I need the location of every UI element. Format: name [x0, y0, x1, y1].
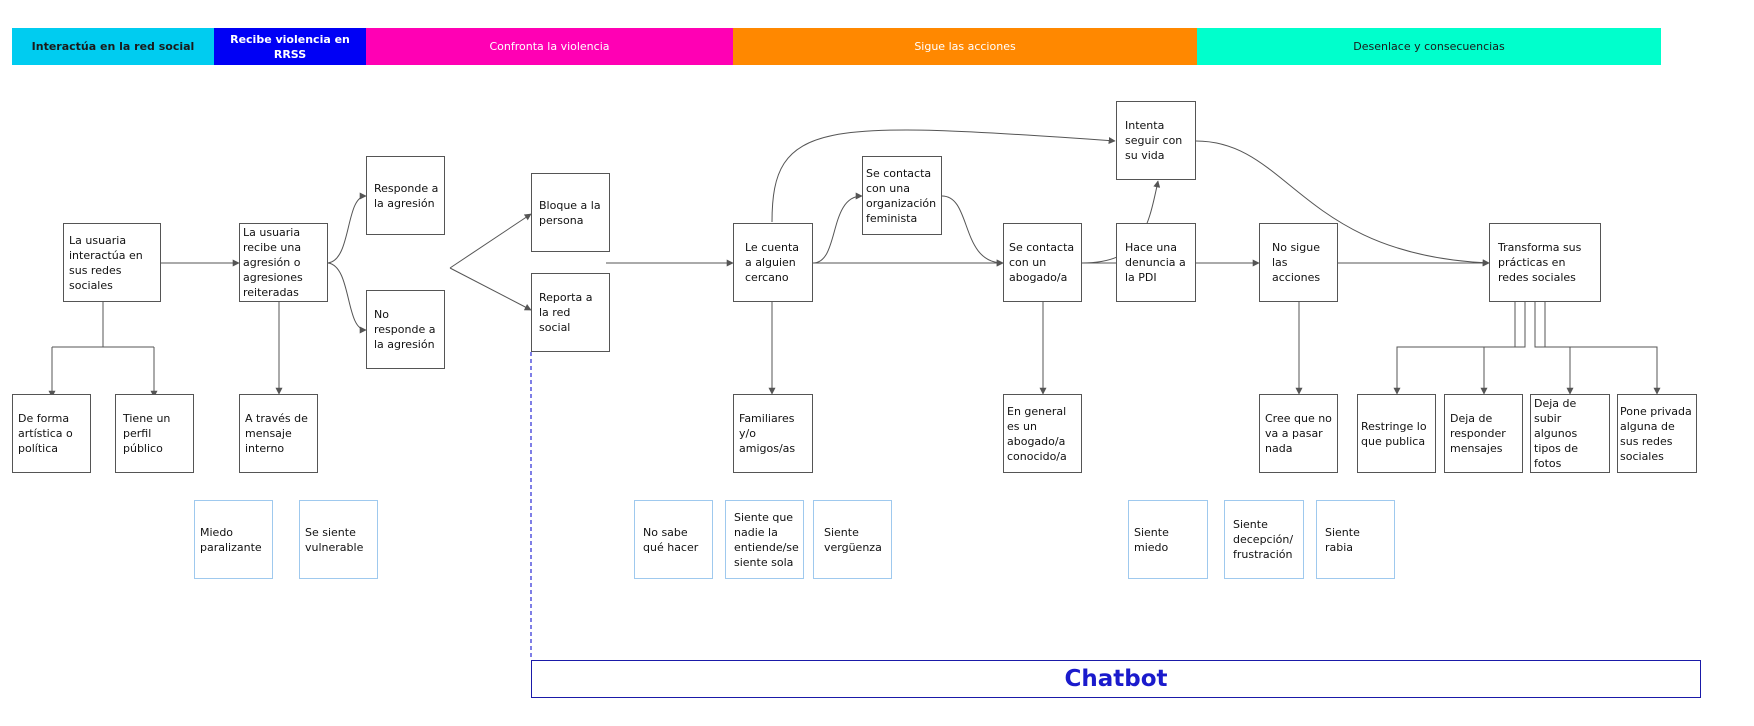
emotion-miedo: Siente miedo [1128, 500, 1208, 579]
phase-interactua: Interactúa en la red social [12, 28, 214, 65]
node-nada: Cree que no va a pasar nada [1259, 394, 1338, 473]
node-artistica: De forma artística o política [12, 394, 91, 473]
node-restringe: Restringe lo que publica [1357, 394, 1436, 473]
node-bloquea: Bloque a la persona [531, 173, 610, 252]
node-organizacion: Se contacta con una organización feminis… [862, 156, 942, 235]
node-no-responde: No responde a la agresión [366, 290, 445, 369]
node-interactua: La usuaria interactúa en sus redes socia… [63, 223, 161, 302]
node-recibe: La usuaria recibe una agresión o agresio… [239, 223, 328, 302]
node-denuncia: Hace una denuncia a la PDI [1116, 223, 1196, 302]
node-no-sigue: No sigue las acciones [1259, 223, 1338, 302]
node-responde: Responde a la agresión [366, 156, 445, 235]
chatbot-label: Chatbot [1064, 666, 1168, 692]
emotion-no-sabe: No sabe qué hacer [634, 500, 713, 579]
phase-desenlace: Desenlace y consecuencias [1197, 28, 1661, 65]
node-mensaje: A través de mensaje interno [239, 394, 318, 473]
node-abogado: Se contacta con un abogado/a [1003, 223, 1082, 302]
node-deja-fotos: Deja de subir algunos tipos de fotos [1530, 394, 1610, 473]
node-perfil: Tiene un perfil público [115, 394, 194, 473]
emotion-vulnerable: Se siente vulnerable [299, 500, 378, 579]
node-privada: Pone privada alguna de sus redes sociale… [1617, 394, 1697, 473]
chatbot-bar: Chatbot [531, 660, 1701, 698]
phase-sigue-acciones: Sigue las acciones [733, 28, 1197, 65]
emotion-verguenza: Siente vergüenza [813, 500, 892, 579]
emotion-nadie: Siente que nadie la entiende/se siente s… [725, 500, 804, 579]
phase-recibe-violencia: Recibe violencia en RRSS [214, 28, 366, 65]
emotion-rabia: Siente rabia [1316, 500, 1395, 579]
node-familiares: Familiares y/o amigos/as [733, 394, 813, 473]
emotion-decepcion: Siente decepción/ frustración [1224, 500, 1304, 579]
emotion-miedo-paralizante: Miedo paralizante [194, 500, 273, 579]
phase-confronta: Confronta la violencia [366, 28, 733, 65]
node-intenta: Intenta seguir con su vida [1116, 101, 1196, 180]
node-conocido: En general es un abogado/a conocido/a [1003, 394, 1082, 473]
node-reporta: Reporta a la red social [531, 273, 610, 352]
node-cuenta: Le cuenta a alguien cercano [733, 223, 813, 302]
node-deja-responder: Deja de responder mensajes [1444, 394, 1523, 473]
node-transforma: Transforma sus prácticas en redes social… [1489, 223, 1601, 302]
